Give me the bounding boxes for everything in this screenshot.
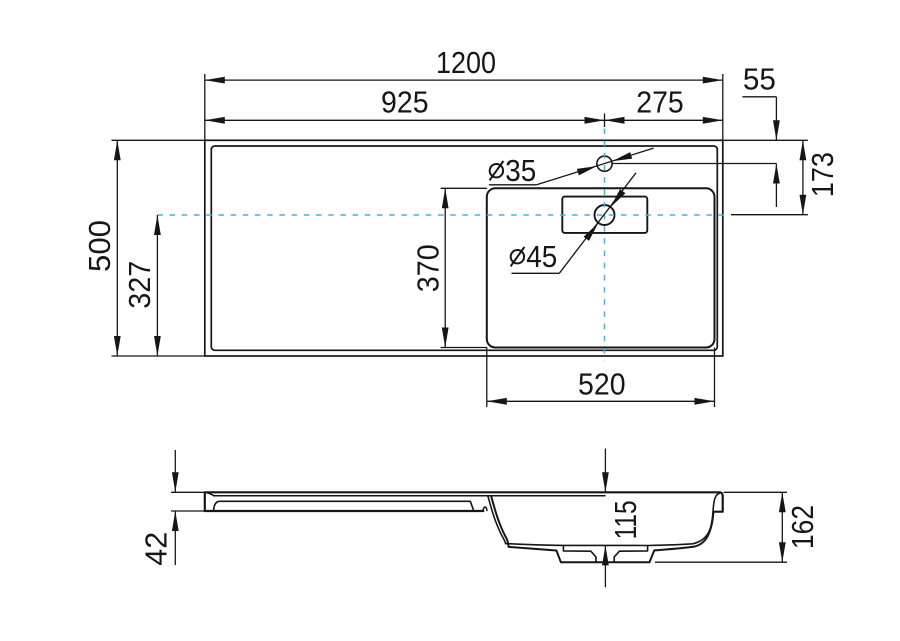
svg-text:55: 55 — [743, 63, 776, 96]
svg-text:35: 35 — [505, 155, 536, 188]
svg-text:1200: 1200 — [436, 47, 496, 80]
svg-text:42: 42 — [141, 532, 174, 566]
svg-text:45: 45 — [526, 241, 557, 274]
svg-text:275: 275 — [636, 86, 684, 119]
svg-text:327: 327 — [124, 261, 157, 309]
svg-text:520: 520 — [578, 369, 626, 402]
svg-text:925: 925 — [381, 86, 429, 119]
svg-text:115: 115 — [610, 500, 643, 539]
svg-text:173: 173 — [807, 152, 840, 197]
svg-text:500: 500 — [84, 220, 117, 272]
svg-text:370: 370 — [412, 244, 445, 292]
svg-text:162: 162 — [787, 505, 820, 549]
